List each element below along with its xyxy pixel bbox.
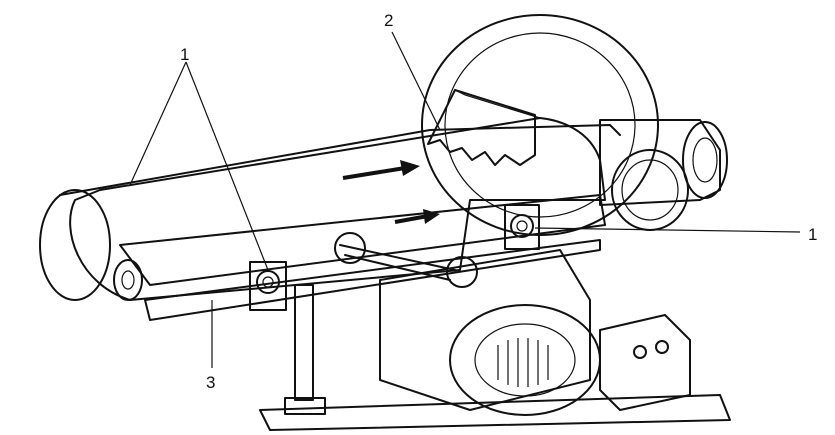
tracking-adjuster-right <box>504 204 540 250</box>
callout-3: 3 <box>206 373 215 392</box>
base-plate <box>259 394 731 431</box>
drive-pulley <box>611 149 689 231</box>
frame-rail <box>113 194 606 321</box>
tracking-adjuster-left <box>249 261 287 311</box>
motor <box>379 249 601 416</box>
callout-1-top: 1 <box>180 45 189 64</box>
knob-icon <box>446 256 478 288</box>
arrow-right-icon <box>394 209 440 224</box>
support-post <box>284 284 326 415</box>
callout-1-right: 1 <box>808 225 817 244</box>
vent-slots <box>497 338 549 387</box>
linkage-rod <box>334 232 478 288</box>
motor-housing-right <box>599 119 728 206</box>
abrasive-belt <box>39 117 621 301</box>
leader-lines <box>129 31 801 368</box>
arrow-right-icon <box>342 160 420 180</box>
callout-2: 2 <box>384 11 393 30</box>
tool-rest <box>427 89 541 166</box>
knob-icon <box>334 232 366 264</box>
